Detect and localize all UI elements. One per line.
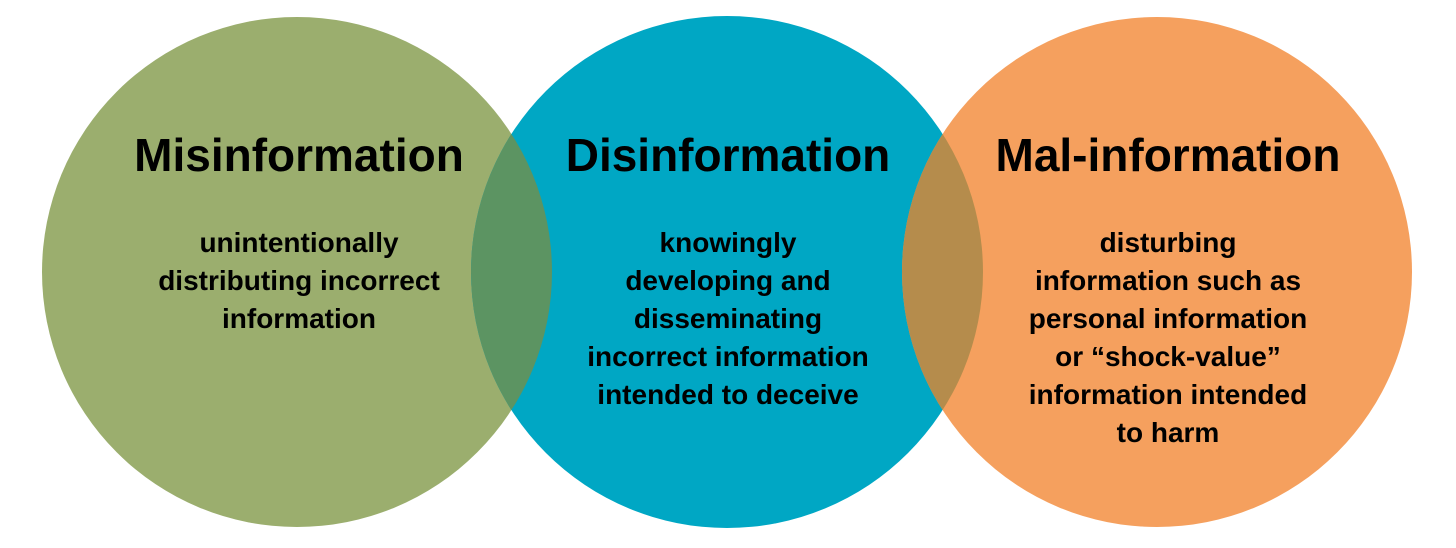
malinformation-description: disturbing information such as personal … xyxy=(1028,227,1308,448)
misinformation-circle xyxy=(42,17,552,527)
malinformation-panel: Mal-information disturbing information s… xyxy=(968,128,1368,452)
disinformation-panel: Disinformation knowingly developing and … xyxy=(528,128,928,414)
disinformation-title: Disinformation xyxy=(565,129,891,181)
disinformation-description: knowingly developing and disseminating i… xyxy=(587,227,869,410)
misinformation-description: unintentionally distributing incorrect i… xyxy=(158,227,440,334)
malinformation-circle xyxy=(902,17,1412,527)
misinformation-title: Misinformation xyxy=(134,129,464,181)
misinformation-panel: Misinformation unintentionally distribut… xyxy=(99,128,499,338)
disinformation-circle xyxy=(471,16,983,528)
malinformation-title: Mal-information xyxy=(995,129,1341,181)
